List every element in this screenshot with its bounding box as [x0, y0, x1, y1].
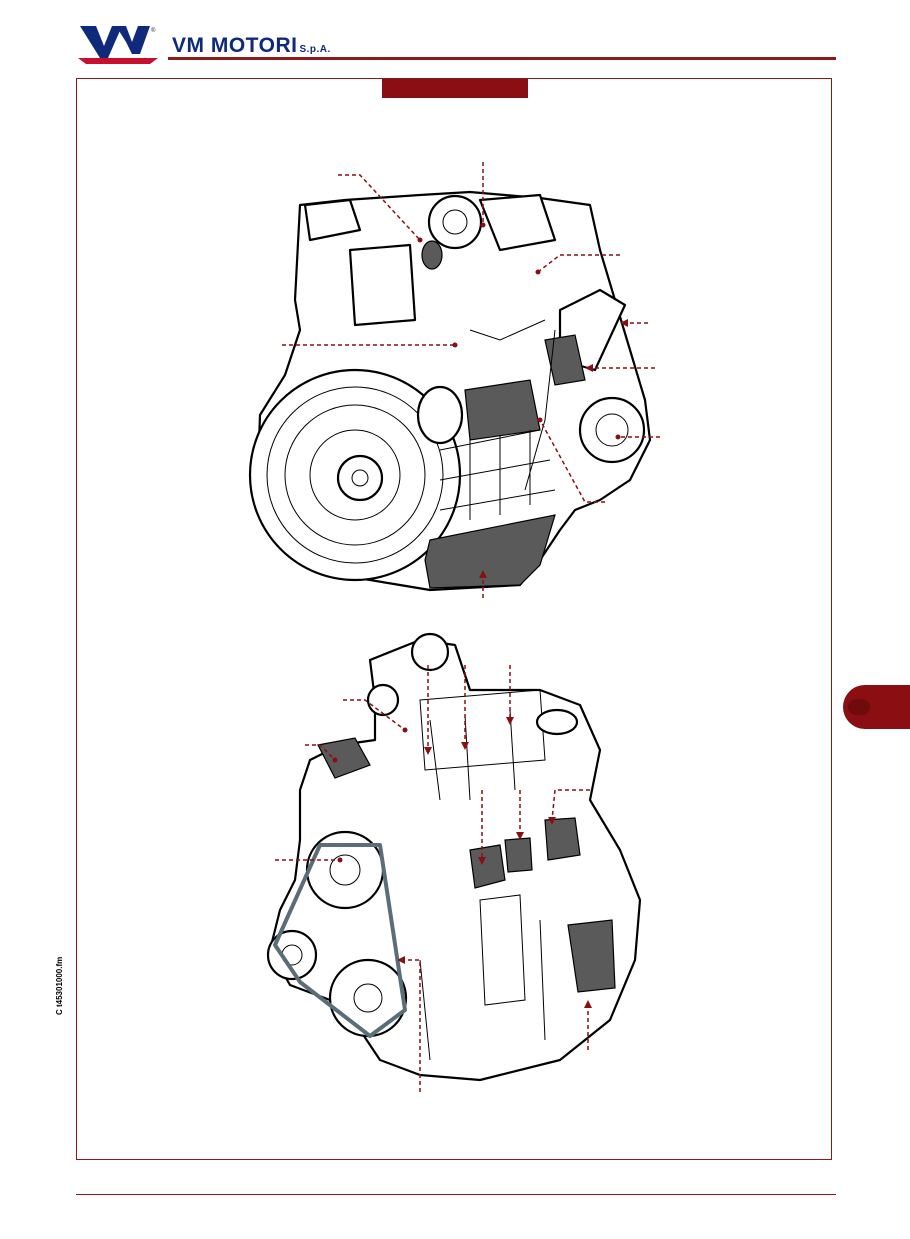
chapter-tab[interactable]	[843, 685, 910, 729]
brand-suffix: S.p.A.	[299, 44, 331, 55]
page-frame	[76, 78, 832, 1160]
vm-logo-icon: ®	[78, 26, 158, 64]
section-title-bar	[382, 79, 528, 98]
brand-name-text: VM MOTORI	[172, 34, 298, 57]
engine-view-flywheel-side	[248, 162, 660, 598]
engine-view-pulley-side	[266, 632, 642, 1092]
chapter-tab-hole	[848, 699, 870, 715]
header-rule	[168, 57, 836, 60]
svg-text:®: ®	[151, 27, 156, 34]
footer-rule	[76, 1194, 836, 1195]
file-code: C t45301000.fm	[55, 956, 64, 1015]
